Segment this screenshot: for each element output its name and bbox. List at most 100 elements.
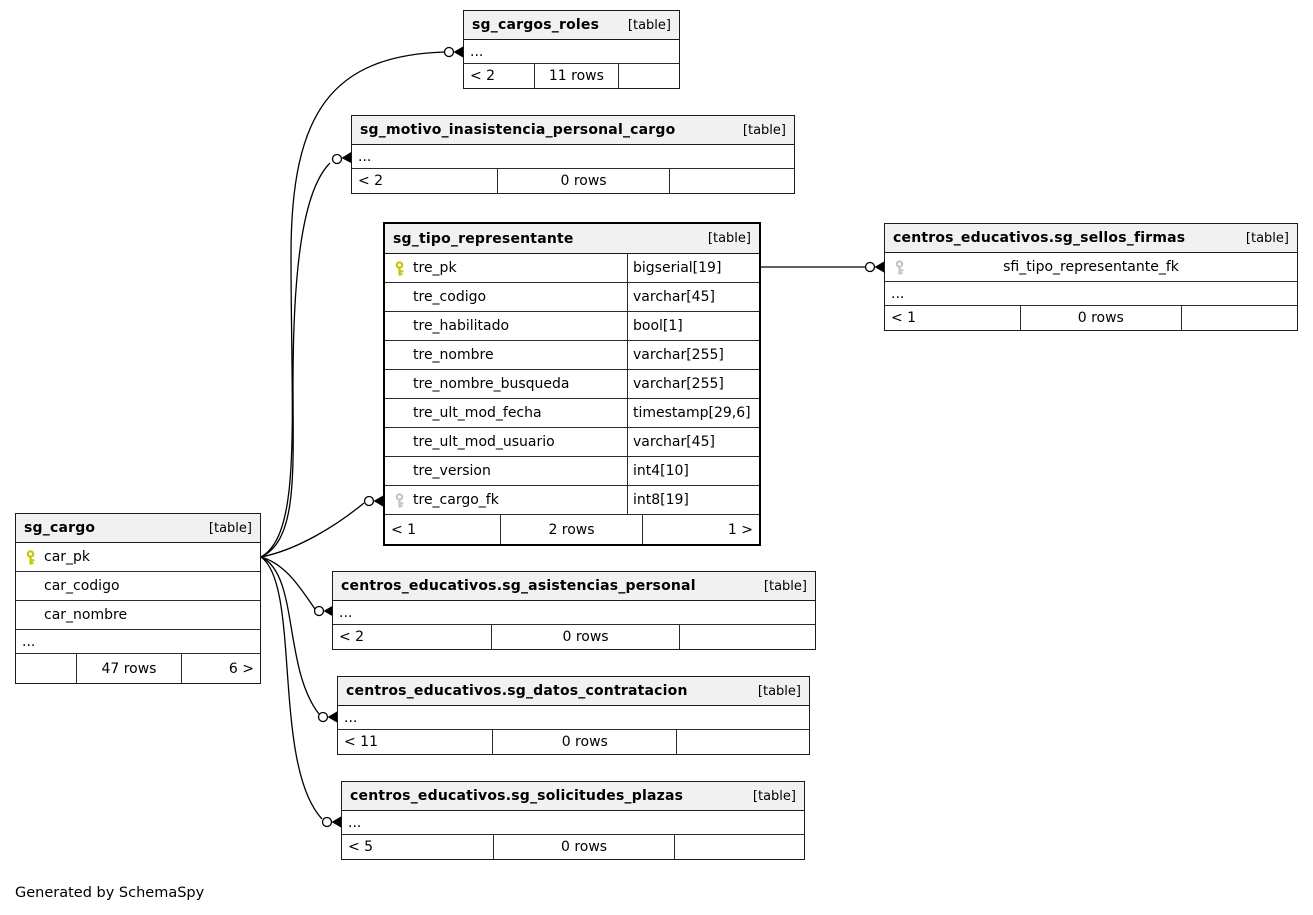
table-type-badge: [table] — [208, 520, 252, 536]
table-header: centros_educativos.sg_datos_contratacion… — [338, 677, 809, 706]
footer-parents: < 1 — [385, 515, 501, 544]
table-title: centros_educativos.sg_datos_contratacion — [346, 683, 688, 699]
footer-rowcount: 11 rows — [535, 64, 619, 88]
column-row: tre_nombre varchar[255] — [385, 341, 759, 370]
generated-by-note: Generated by SchemaSpy — [15, 885, 205, 901]
footer-rowcount: 0 rows — [492, 625, 681, 649]
column-type: varchar[45] — [627, 283, 759, 311]
table-sg-solicitudes-plazas[interactable]: centros_educativos.sg_solicitudes_plazas… — [341, 781, 805, 860]
column-name: car_nombre — [44, 607, 128, 623]
table-title: centros_educativos.sg_solicitudes_plazas — [350, 788, 684, 804]
table-footer: < 2 0 rows — [352, 169, 794, 193]
collapsed-columns-row: ... — [333, 601, 815, 625]
no-key-spacer — [393, 464, 406, 479]
column-name: tre_version — [413, 463, 491, 479]
column-name: car_codigo — [44, 578, 120, 594]
no-key-spacer — [393, 290, 406, 305]
edge-cargo-to-datos-contratacion — [260, 556, 320, 715]
primary-key-icon — [24, 549, 37, 565]
edge-cargo-to-tipo-representante — [260, 502, 365, 558]
column-type: varchar[45] — [627, 428, 759, 456]
table-footer: < 1 0 rows — [885, 306, 1297, 330]
footer-children: 1 > — [727, 521, 753, 538]
column-type: bool[1] — [627, 312, 759, 340]
table-header: centros_educativos.sg_solicitudes_plazas… — [342, 782, 804, 811]
table-type-badge: [table] — [627, 17, 671, 33]
column-row: tre_nombre_busqueda varchar[255] — [385, 370, 759, 399]
column-row: tre_version int4[10] — [385, 457, 759, 486]
column-type: int4[10] — [627, 457, 759, 485]
foreign-key-row: sfi_tipo_representante_fk — [885, 253, 1297, 282]
edge-cargo-to-solicitudes — [260, 556, 323, 820]
collapsed-columns-row: ... — [342, 811, 804, 835]
column-name: car_pk — [44, 549, 91, 565]
endpoint-tipo-representante — [363, 495, 383, 507]
footer-rowcount: 2 rows — [501, 515, 644, 544]
no-key-spacer — [393, 348, 406, 363]
column-row: tre_ult_mod_usuario varchar[45] — [385, 428, 759, 457]
collapsed-columns-row: ... — [352, 145, 794, 169]
no-key-spacer — [24, 608, 37, 623]
column-name: tre_ult_mod_usuario — [413, 434, 555, 450]
table-footer: < 2 11 rows — [464, 64, 679, 88]
footer-children: 6 > — [228, 660, 254, 677]
table-type-badge: [table] — [707, 231, 751, 246]
table-sg-sellos-firmas[interactable]: centros_educativos.sg_sellos_firmas [tab… — [884, 223, 1298, 331]
endpoint-asistencias — [313, 605, 333, 617]
table-sg-cargo[interactable]: sg_cargo [table] car_pk car_codigo car_n… — [15, 513, 261, 684]
endpoint-solicitudes — [321, 816, 341, 828]
footer-rowcount: 0 rows — [1021, 306, 1182, 330]
column-row: car_nombre — [16, 601, 260, 630]
table-sg-cargos-roles[interactable]: sg_cargos_roles [table] ... < 2 11 rows — [463, 10, 680, 89]
footer-parents: < 2 — [464, 64, 535, 88]
footer-parents: < 5 — [342, 835, 495, 859]
endpoint-motivo — [331, 152, 351, 165]
collapsed-columns-row: ... — [338, 706, 809, 730]
column-type: bigserial[19] — [627, 254, 759, 282]
footer-parents: < 11 — [338, 730, 494, 754]
collapsed-columns-row: ... — [16, 630, 260, 654]
table-header: sg_motivo_inasistencia_personal_cargo [t… — [352, 116, 794, 145]
table-header: sg_cargos_roles [table] — [464, 11, 679, 40]
table-title: sg_cargos_roles — [472, 17, 600, 33]
table-sg-motivo-inasistencia-personal-cargo[interactable]: sg_motivo_inasistencia_personal_cargo [t… — [351, 115, 795, 194]
table-sg-tipo-representante[interactable]: sg_tipo_representante [table] tre_pk big… — [383, 222, 761, 546]
column-name: tre_nombre — [413, 347, 494, 363]
table-title: centros_educativos.sg_asistencias_person… — [341, 578, 696, 594]
foreign-key-icon — [893, 259, 906, 275]
edge-endpoints — [313, 46, 884, 828]
edge-cargo-to-asistencias — [260, 556, 316, 610]
column-name: tre_nombre_busqueda — [413, 376, 570, 392]
column-row: tre_codigo varchar[45] — [385, 283, 759, 312]
column-name: tre_cargo_fk — [413, 492, 499, 508]
table-title: sg_cargo — [24, 520, 96, 536]
column-row: tre_habilitado bool[1] — [385, 312, 759, 341]
footer-parents: < 1 — [885, 306, 1021, 330]
footer-children — [677, 730, 809, 754]
table-footer: < 2 0 rows — [333, 625, 815, 649]
column-row: tre_pk bigserial[19] — [385, 254, 759, 283]
column-name: tre_ult_mod_fecha — [413, 405, 542, 421]
footer-parents: < 2 — [352, 169, 498, 193]
footer-rowcount: 0 rows — [494, 835, 675, 859]
collapsed-columns-row: ... — [464, 40, 679, 64]
edge-cargo-to-motivo — [260, 162, 331, 558]
table-type-badge: [table] — [752, 788, 796, 804]
footer-children — [1182, 306, 1297, 330]
no-key-spacer — [393, 377, 406, 392]
table-header: centros_educativos.sg_sellos_firmas [tab… — [885, 224, 1297, 253]
column-type: int8[19] — [627, 486, 759, 514]
table-type-badge: [table] — [757, 683, 801, 699]
table-sg-asistencias-personal[interactable]: centros_educativos.sg_asistencias_person… — [332, 571, 816, 650]
table-sg-datos-contratacion[interactable]: centros_educativos.sg_datos_contratacion… — [337, 676, 810, 755]
footer-children — [675, 835, 804, 859]
endpoint-cargos-roles — [443, 46, 463, 58]
no-key-spacer — [393, 406, 406, 421]
footer-rowcount: 0 rows — [493, 730, 678, 754]
foreign-key-icon — [393, 492, 406, 508]
column-name: tre_codigo — [413, 289, 487, 305]
table-header: sg_tipo_representante [table] — [385, 224, 759, 254]
no-key-spacer — [24, 579, 37, 594]
column-row: car_codigo — [16, 572, 260, 601]
